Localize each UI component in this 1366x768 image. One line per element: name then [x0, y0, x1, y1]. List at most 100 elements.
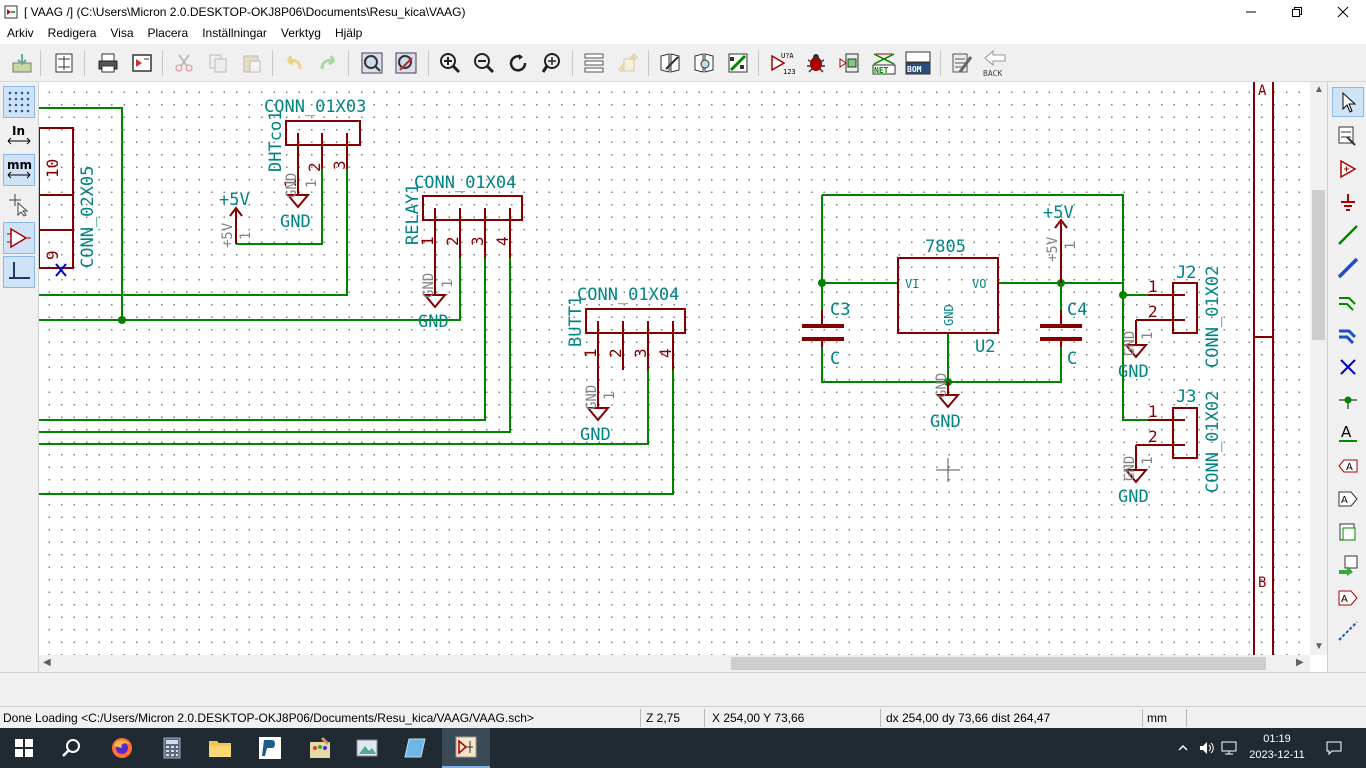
add-component-button[interactable]	[1332, 154, 1364, 184]
window-title: [ VAAG /] (C:\Users\Micron 2.0.DESKTOP-O…	[24, 5, 466, 19]
net-label-button[interactable]: A	[1332, 418, 1364, 448]
wire-angle-button[interactable]	[3, 256, 35, 288]
bus-to-bus-button[interactable]	[1332, 319, 1364, 349]
add-power-button[interactable]	[1332, 187, 1364, 217]
add-wire-button[interactable]	[1332, 220, 1364, 250]
title-bar: [ VAAG /] (C:\Users\Micron 2.0.DESKTOP-O…	[0, 0, 1366, 24]
menu-visa[interactable]: Visa	[110, 26, 134, 40]
copy-icon	[209, 54, 227, 73]
hierarchy-button[interactable]	[580, 49, 608, 77]
svg-text:GND: GND	[584, 385, 600, 410]
svg-text:1: 1	[238, 232, 254, 240]
scroll-up-icon[interactable]: ▲	[1314, 84, 1324, 95]
taskbar-kicad-eeschema[interactable]	[442, 728, 490, 768]
no-connect-button[interactable]	[1332, 352, 1364, 382]
taskbar-calculator[interactable]	[148, 728, 196, 768]
redo-button[interactable]	[314, 49, 342, 77]
zoom-out-button[interactable]	[470, 49, 498, 77]
import-sheet-pin-button[interactable]	[1332, 550, 1364, 580]
global-label-button[interactable]: A	[1332, 451, 1364, 481]
schematic-canvas[interactable]: 10 9 CONN_02X05 CONN_01X03 DHTco1 1 2 3 …	[39, 82, 1310, 655]
scroll-left-icon[interactable]: ◀	[43, 657, 51, 668]
erc-button[interactable]	[802, 49, 830, 77]
start-button[interactable]	[0, 728, 48, 768]
svg-text:4: 4	[493, 236, 512, 246]
find-button[interactable]	[358, 49, 386, 77]
scroll-down-icon[interactable]: ▼	[1314, 641, 1324, 652]
leave-sheet-button[interactable]	[614, 49, 642, 77]
menu-placera[interactable]: Placera	[147, 26, 189, 40]
sheet-pin-button[interactable]: A	[1332, 583, 1364, 613]
taskbar-clock[interactable]: 01:19 2023-12-11	[1240, 731, 1314, 763]
hierarchy-nav-button[interactable]	[1332, 121, 1364, 151]
graphic-line-button[interactable]	[1332, 616, 1364, 646]
menu-hjalp[interactable]: Hjälp	[334, 26, 363, 40]
hierarchical-label-button[interactable]: A	[1332, 484, 1364, 514]
find-replace-button[interactable]	[392, 49, 420, 77]
close-button[interactable]	[1320, 0, 1366, 24]
library-editor-button[interactable]	[656, 49, 684, 77]
new-sheet-button[interactable]	[8, 49, 36, 77]
svg-text:9: 9	[43, 250, 62, 260]
hidden-pins-button[interactable]	[3, 222, 35, 254]
tray-network[interactable]	[1218, 728, 1240, 768]
menu-arkiv[interactable]: Arkiv	[7, 26, 34, 40]
chevron-up-icon	[1178, 744, 1188, 751]
page-settings-button[interactable]	[50, 49, 78, 77]
taskbar-notes[interactable]	[392, 728, 440, 768]
redraw-button[interactable]	[504, 49, 532, 77]
netlist-button[interactable]	[836, 49, 864, 77]
zoom-fit-button[interactable]	[538, 49, 566, 77]
taskbar-paint[interactable]	[296, 728, 344, 768]
zoom-in-button[interactable]	[436, 49, 464, 77]
svg-text:1: 1	[602, 392, 618, 400]
select-tool-button[interactable]	[1332, 87, 1364, 117]
tray-notifications[interactable]	[1322, 728, 1346, 768]
cut-button[interactable]	[170, 49, 198, 77]
svg-text:C: C	[830, 349, 840, 369]
taskbar-image-viewer[interactable]	[344, 728, 392, 768]
paste-button[interactable]	[238, 49, 266, 77]
back-button[interactable]: BACK	[980, 49, 1012, 78]
scroll-right-icon[interactable]: ▶	[1296, 657, 1304, 668]
taskbar-firefox[interactable]	[98, 728, 146, 768]
tray-volume[interactable]	[1196, 728, 1218, 768]
svg-text:GND: GND	[1122, 331, 1138, 356]
menu-installningar[interactable]: Inställningar	[202, 26, 267, 40]
horizontal-scroll-thumb[interactable]	[731, 657, 1266, 670]
menu-redigera[interactable]: Redigera	[47, 26, 97, 40]
grid-toggle-button[interactable]	[3, 86, 35, 118]
vertical-scrollbar[interactable]: ▲ ▼	[1310, 82, 1327, 655]
footprint-assign-button[interactable]	[724, 49, 752, 77]
plot-button[interactable]	[128, 49, 156, 77]
edit-fields-button[interactable]	[948, 49, 976, 77]
search-button[interactable]	[48, 728, 96, 768]
maximize-button[interactable]	[1274, 0, 1320, 24]
svg-text:J2: J2	[1176, 263, 1196, 283]
zoom-in-icon	[440, 53, 461, 74]
svg-text:NET: NET	[874, 66, 889, 75]
units-mm-button[interactable]: mm	[3, 154, 35, 186]
hierarchical-sheet-button[interactable]	[1332, 517, 1364, 547]
undo-button[interactable]	[280, 49, 308, 77]
units-inch-button[interactable]: In	[3, 120, 35, 152]
netlist-generate-button[interactable]: NET	[870, 49, 898, 77]
minimize-button[interactable]	[1228, 0, 1274, 24]
menu-verktyg[interactable]: Verktyg	[280, 26, 321, 40]
svg-text:3: 3	[631, 348, 650, 358]
tray-chevron[interactable]	[1172, 728, 1194, 768]
library-browser-button[interactable]	[690, 49, 718, 77]
copy-button[interactable]	[204, 49, 232, 77]
wire-to-bus-button[interactable]	[1332, 286, 1364, 316]
vertical-scroll-thumb[interactable]	[1312, 190, 1325, 340]
bom-button[interactable]: BOM	[904, 49, 932, 77]
add-bus-button[interactable]	[1332, 253, 1364, 283]
junction-button[interactable]	[1332, 385, 1364, 415]
svg-text:VI: VI	[905, 277, 919, 291]
taskbar-bankid[interactable]	[246, 728, 294, 768]
print-button[interactable]	[94, 49, 122, 77]
cursor-shape-button[interactable]	[3, 188, 35, 220]
taskbar-file-explorer[interactable]	[196, 728, 244, 768]
horizontal-scrollbar[interactable]: ◀ ▶	[39, 655, 1310, 672]
